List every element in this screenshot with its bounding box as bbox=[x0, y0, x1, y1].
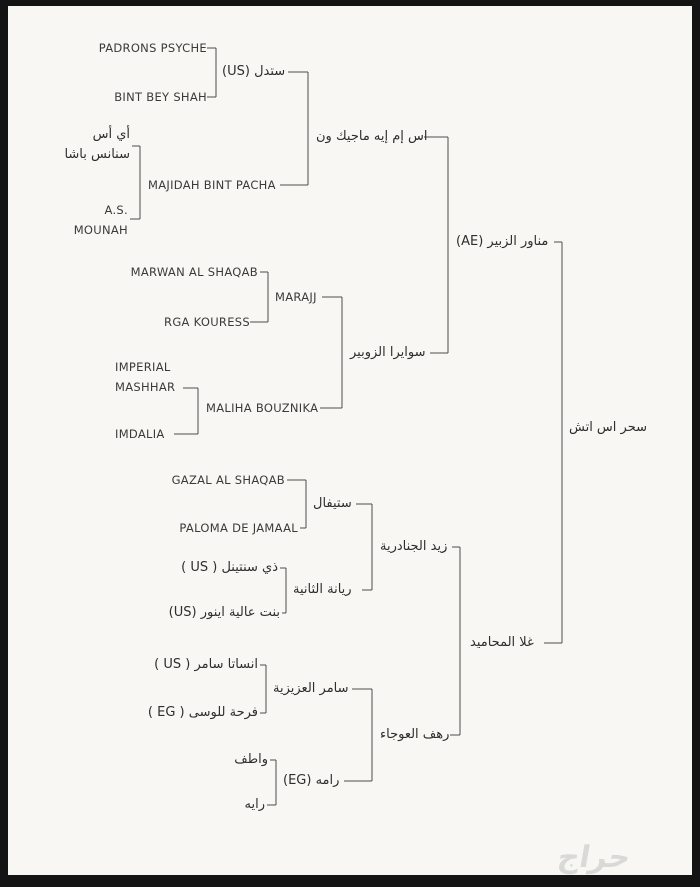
node-imdalia: IMDALIA bbox=[115, 427, 165, 441]
node-gazal-al-shaqab: GAZAL AL SHAQAB bbox=[171, 473, 285, 487]
node-swayra-alzubair: سوايرا الزوبير bbox=[350, 345, 426, 360]
node-rayeh: رايه bbox=[244, 797, 265, 812]
node-bint-bey-shah: BINT BEY SHAH bbox=[114, 90, 207, 104]
node-rga-kouress: RGA KOURESS bbox=[164, 315, 250, 329]
node-munawer-alzubair: مناور الزبير (AE) bbox=[456, 234, 549, 249]
node-ay-as-snans-basha: أي أس سنانس باشا bbox=[64, 127, 130, 162]
node-imperial-mashhar: IMPERIAL MASHHAR bbox=[115, 360, 176, 394]
node-maliha-bouznika: MALIHA BOUZNIKA bbox=[206, 401, 319, 415]
node-rayana-althania: ريانة الثانية bbox=[293, 582, 352, 597]
node-stival: ستيفال bbox=[313, 496, 352, 511]
node-watef: واطف bbox=[234, 752, 268, 767]
node-paloma-de-jamaal: PALOMA DE JAMAAL bbox=[179, 521, 298, 535]
node-marwan-al-shaqab: MARWAN AL SHAQAB bbox=[130, 265, 258, 279]
node-farhat-lwsa: فرحة للوسى ( EG ) bbox=[147, 705, 258, 720]
node-rahaf-alawja: رهف العوجاء bbox=[380, 727, 450, 742]
node-stdl-us: ستدل (US) bbox=[222, 64, 286, 79]
node-marajj: MARAJJ bbox=[275, 290, 317, 304]
node-as-mounah: A.S. MOUNAH bbox=[73, 203, 128, 237]
node-sahar-ss-h: سحر اس اتش bbox=[569, 420, 648, 435]
node-ansata-samer: انساتا سامر ( US ) bbox=[154, 657, 258, 672]
node-samer-alaziziah: سامر العزيزية bbox=[273, 681, 349, 696]
node-zayd-aljanadriah: زيد الجنادرية bbox=[380, 539, 448, 554]
node-ramah-eg: رامه (EG) bbox=[283, 773, 340, 788]
node-majidah-bint-pacha: MAJIDAH BINT PACHA bbox=[148, 178, 276, 192]
node-padrons-psyche: PADRONS PSYCHE bbox=[98, 41, 207, 55]
node-bint-alia-aynur: بنت عالية اينور (US) bbox=[168, 605, 280, 620]
haraj-watermark: حراج bbox=[554, 840, 634, 875]
node-sma-magic-one: اس إم إيه ماجيك ون bbox=[316, 129, 428, 144]
node-ghala-almahameed: غلا المحاميد bbox=[470, 635, 534, 650]
node-thee-sentinel: ذي سنتينل ( US ) bbox=[181, 560, 278, 575]
